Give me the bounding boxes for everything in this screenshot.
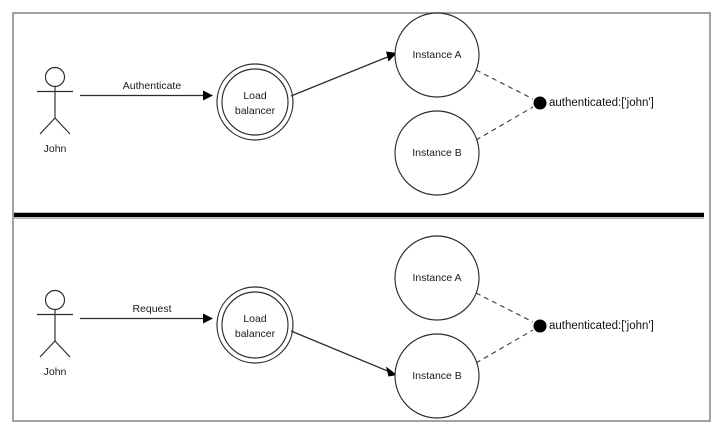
load-balancer-label-line2: balancer [235,105,276,117]
load-balancer-inner-circle [221,291,289,359]
node-load-balancer-top: Load balancer [216,63,294,141]
actor-john-top: John [37,66,73,155]
instance-a-circle [394,12,480,98]
diagram-outer-frame [12,12,711,422]
actor-label-bottom: John [44,366,67,378]
state-marker-dot [533,96,547,110]
dashed-link-instance-a-to-state [475,69,534,100]
edge-authenticate-arrowhead [203,90,213,101]
dashed-link-instance-b-to-state [475,329,534,364]
state-authenticated-bottom: authenticated:['john'] [533,319,654,333]
edge-route-line [290,330,391,373]
instance-b-circle [394,333,480,419]
load-balancer-label-line2: balancer [235,328,276,340]
node-load-balancer-bottom: Load balancer [216,286,294,364]
edge-authenticate-label: Authenticate [123,80,182,92]
panel-divider [14,212,704,219]
load-balancer-inner-circle [221,68,289,136]
state-label: authenticated:['john'] [549,320,654,332]
edge-route-line [290,55,391,97]
state-label: authenticated:['john'] [549,97,654,109]
instance-a-label: Instance A [412,49,461,61]
state-authenticated-top: authenticated:['john'] [533,96,654,110]
instance-a-label: Instance A [412,272,461,284]
edge-request: Request [80,303,213,324]
instance-a-circle [394,235,480,321]
edge-route-arrowhead [386,51,397,62]
dashed-link-instance-b-to-state [475,106,534,141]
instance-b-label: Instance B [412,370,462,382]
state-marker-dot [533,319,547,333]
edge-route-arrowhead [386,366,397,377]
node-instance-a-bottom: Instance A [394,235,480,321]
node-instance-a-top: Instance A [394,12,480,98]
edge-request-arrowhead [203,313,213,324]
panel-bottom: John Request Load balancer [37,235,654,419]
actor-label-top: John [44,143,67,155]
node-instance-b-top: Instance B [394,110,480,196]
actor-john-bottom: John [37,289,73,378]
edge-authenticate: Authenticate [80,80,213,101]
edge-route-to-instance-a [290,51,397,97]
panel-top: John Authenticate Load balancer [37,12,654,196]
load-balancer-label-line1: Load [243,313,267,325]
load-balancer-label-line1: Load [243,90,267,102]
node-instance-b-bottom: Instance B [394,333,480,419]
edge-request-label: Request [132,303,171,315]
stick-figure-actor-icon [37,66,73,135]
stick-figure-actor-icon [37,289,73,358]
dashed-link-instance-a-to-state [475,292,534,323]
instance-b-label: Instance B [412,147,462,159]
instance-b-circle [394,110,480,196]
edge-route-to-instance-b [290,330,397,377]
